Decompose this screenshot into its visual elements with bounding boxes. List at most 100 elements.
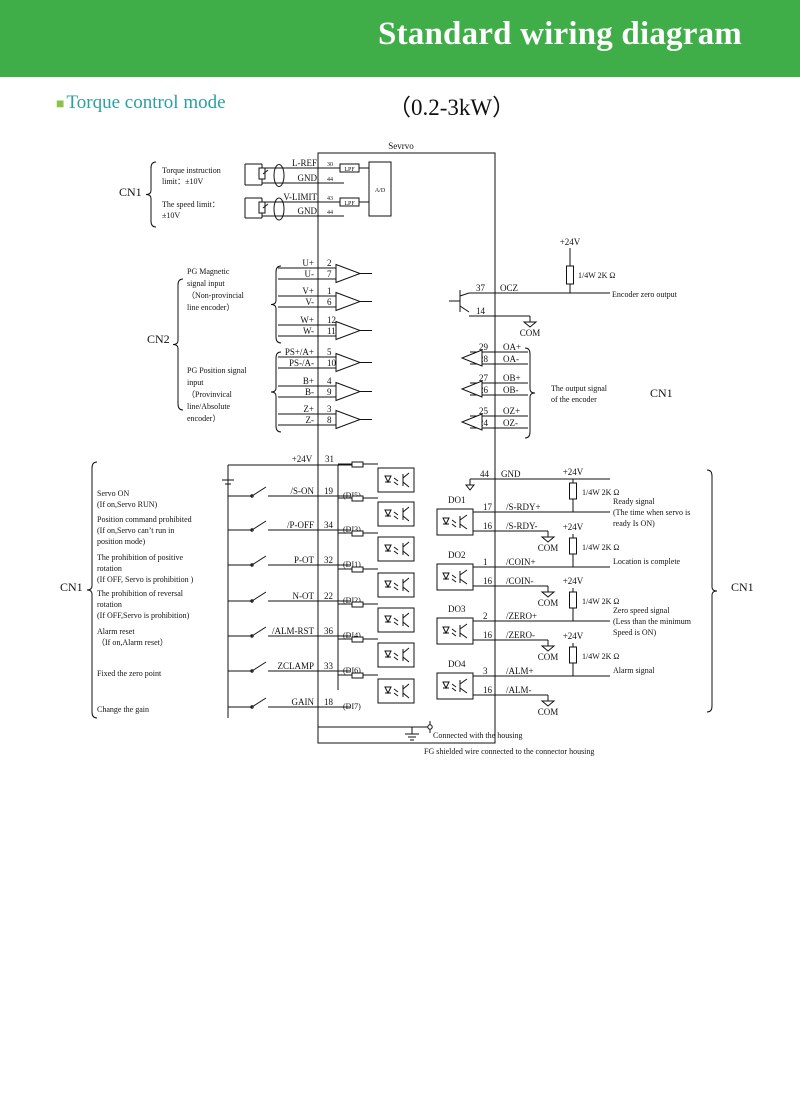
- output-name-minus: /S-RDY-: [506, 521, 538, 531]
- transistor-emitter: [459, 632, 468, 639]
- light-arrow: [393, 515, 399, 520]
- input-di-label: (DI3): [343, 525, 361, 534]
- pin-number: 26: [479, 385, 489, 395]
- input-pin-name: ZCLAMP: [277, 661, 314, 671]
- pin-name: W-: [303, 326, 314, 336]
- transistor-collector: [402, 506, 410, 513]
- encoder-output-desc-line: The output signal: [551, 384, 608, 393]
- position-desc-line: （Provinvical: [187, 390, 233, 399]
- input-desc-line: Fixed the zero point: [97, 669, 162, 678]
- input-desc-line: Position command prohibited: [97, 515, 192, 524]
- input-pin-number: 22: [324, 591, 333, 601]
- ground-icon: [540, 645, 556, 652]
- output-24v-label: +24V: [563, 522, 584, 532]
- ocz-pin-14: 14: [476, 306, 486, 316]
- com-label: COM: [538, 652, 559, 662]
- output-name-plus: /ZERO+: [506, 611, 537, 621]
- led-icon: [442, 626, 450, 635]
- magnetic-desc-line: （Non-provincial: [187, 291, 245, 300]
- led-icon: [442, 572, 450, 581]
- pin-name: V-LIMIT: [283, 192, 317, 202]
- pin-name: U+: [302, 258, 314, 268]
- output-do-label: DO2: [448, 550, 466, 560]
- pin-number: 5: [327, 347, 332, 357]
- cn1-top-bracket: [145, 161, 157, 228]
- pin-name: GND: [298, 206, 318, 216]
- output-pin-plus: 17: [483, 502, 493, 512]
- led-icon: [384, 475, 392, 484]
- transistor-collector: [402, 683, 410, 690]
- resistor-icon: [569, 646, 577, 664]
- led-icon: [384, 615, 392, 624]
- pin-number: 25: [479, 406, 489, 416]
- position-desc-line: line/Absolute: [187, 402, 231, 411]
- pin-name: GND: [298, 173, 318, 183]
- light-arrow: [451, 687, 457, 692]
- line-receiver-icon: [335, 263, 362, 284]
- input-desc-line: rotation: [97, 600, 122, 609]
- input-resistor-icon: [351, 566, 364, 573]
- switch-contact-icon: [251, 486, 267, 497]
- transistor-emitter: [402, 481, 410, 488]
- housing-terminal-icon: [427, 724, 433, 730]
- gnd-label: GND: [501, 469, 521, 479]
- input-pin-number: 18: [324, 697, 334, 707]
- page-title: Standard wiring diagram: [378, 16, 742, 52]
- ocz-24v-label: +24V: [560, 237, 581, 247]
- input-pin-number: 32: [324, 555, 333, 565]
- housing-label: Connected with the housing: [433, 731, 523, 740]
- light-arrow: [393, 621, 399, 626]
- switch-contact-icon: [251, 697, 267, 708]
- input-di-label: (DI2): [343, 596, 361, 605]
- output-name-plus: /ALM+: [506, 666, 534, 676]
- output-name-plus: /COIN+: [506, 557, 536, 567]
- output-pin-minus: 16: [483, 685, 493, 695]
- magnetic-wire-bracket: [270, 265, 282, 344]
- speed-desc-line: ±10V: [162, 211, 180, 220]
- input-resistor-icon: [351, 495, 364, 502]
- lpf-label: LPF: [344, 201, 355, 207]
- light-arrow: [393, 586, 399, 591]
- position-desc-line: encoder）: [187, 414, 220, 423]
- transistor-emitter: [459, 578, 468, 585]
- output-do-label: DO4: [448, 659, 466, 669]
- led-icon: [384, 544, 392, 553]
- switch-node: [250, 669, 254, 673]
- ocz-desc: Encoder zero output: [612, 290, 678, 299]
- magnetic-desc-line: signal input: [187, 279, 225, 288]
- pin-number: 29: [479, 342, 489, 352]
- pin-number: 28: [479, 354, 489, 364]
- input-desc-line: Servo ON: [97, 489, 129, 498]
- transistor-emitter: [402, 586, 410, 593]
- transistor-emitter: [402, 692, 410, 699]
- input-pin-name: P-OT: [294, 555, 315, 565]
- output-24v-label: +24V: [563, 631, 584, 641]
- ground-icon: [540, 536, 556, 543]
- light-arrow: [451, 574, 457, 579]
- input-desc-line: (If on,Servo RUN): [97, 500, 158, 509]
- light-arrow: [451, 578, 457, 583]
- output-24v-label: +24V: [563, 467, 584, 477]
- transistor-collector: [402, 577, 410, 584]
- input-24v-label: +24V: [292, 454, 313, 464]
- switch-node: [250, 494, 254, 498]
- output-pin-plus: 1: [483, 557, 488, 567]
- pin-number: 3: [327, 404, 332, 414]
- inputs-group-label: CN1: [60, 580, 83, 594]
- input-desc-line: （If on,Alarm reset）: [97, 638, 168, 647]
- cn1-top-group-label: CN1: [119, 185, 142, 199]
- output-pin-plus: 2: [483, 611, 488, 621]
- resistor-icon: [569, 591, 577, 609]
- light-arrow: [393, 692, 399, 697]
- ocz-resistor-label: 1/4W 2K Ω: [578, 271, 615, 280]
- output-desc-line: Location is complete: [613, 557, 681, 566]
- output-name-minus: /ZERO-: [506, 630, 535, 640]
- output-resistor-label: 1/4W 2K Ω: [582, 652, 619, 661]
- line-receiver-icon: [335, 320, 362, 341]
- com-label: COM: [538, 598, 559, 608]
- input-desc-line: (If OFF,Servo is prohibition): [97, 611, 190, 620]
- mode-heading: ■Torque control mode: [56, 92, 226, 114]
- cn2-bracket: [172, 278, 184, 411]
- input-resistor-icon: [351, 461, 364, 468]
- output-resistor-label: 1/4W 2K Ω: [582, 597, 619, 606]
